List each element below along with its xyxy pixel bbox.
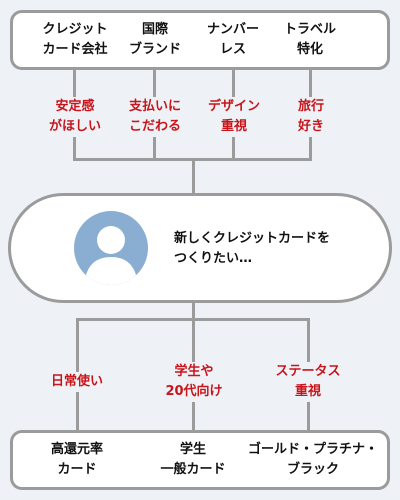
upper-need-label: 安定感 がほしい: [34, 97, 116, 137]
category-line: トラベル: [283, 22, 336, 37]
top-category-item: 国際 ブランド: [115, 20, 195, 60]
need-line: デザイン: [207, 99, 260, 114]
category-line: 高還元率: [50, 442, 103, 457]
need-line: 安定感: [55, 99, 95, 114]
top-category-box: [10, 10, 390, 70]
need-line: 重視: [294, 384, 321, 399]
lower-need-label: ステータス 重視: [262, 362, 354, 402]
need-line: こだわる: [128, 119, 181, 134]
user-silhouette-icon: [74, 211, 148, 285]
bottom-category-item: 学生 一般カード: [146, 440, 240, 480]
category-line: ブラック: [286, 462, 339, 477]
category-line: 特化: [296, 42, 323, 57]
center-message: 新しくクレジットカードを つくりたい…: [174, 229, 374, 269]
category-line: 国際: [141, 22, 168, 37]
need-line: 支払いに: [128, 99, 181, 114]
need-line: ステータス: [275, 364, 341, 379]
center-message-line: 新しくクレジットカードを: [174, 231, 331, 246]
center-message-line: つくりたい…: [174, 251, 253, 266]
top-category-item: ナンバー レス: [193, 20, 273, 60]
category-line: ナンバー: [206, 22, 259, 37]
connector-line: [192, 302, 195, 320]
category-line: クレジット: [42, 22, 108, 37]
top-category-item: トラベル 特化: [270, 20, 350, 60]
category-line: カード: [57, 462, 97, 477]
need-line: 好き: [297, 119, 324, 134]
need-line: 20代向け: [165, 384, 223, 399]
need-line: 学生や: [174, 364, 214, 379]
upper-need-label: 旅行 好き: [280, 97, 342, 137]
connector-line: [192, 158, 195, 195]
bottom-category-box: [10, 430, 390, 490]
need-line: がほしい: [48, 119, 101, 134]
bottom-category-item: ゴールド・プラチナ・ ブラック: [243, 440, 383, 480]
need-line: 重視: [220, 119, 247, 134]
category-line: ブランド: [128, 42, 181, 57]
upper-need-label: 支払いに こだわる: [114, 97, 196, 137]
category-line: 一般カード: [160, 462, 226, 477]
top-category-item: クレジット カード会社: [30, 20, 120, 60]
category-line: レス: [219, 42, 246, 57]
need-line: 旅行: [297, 99, 324, 114]
need-line: 日常使い: [50, 374, 103, 389]
lower-need-label: 日常使い: [37, 372, 117, 392]
category-line: ゴールド・プラチナ・: [247, 442, 378, 457]
lower-need-label: 学生や 20代向け: [153, 362, 235, 402]
bottom-category-item: 高還元率 カード: [30, 440, 124, 480]
upper-need-label: デザイン 重視: [193, 97, 275, 137]
category-line: 学生: [179, 442, 206, 457]
center-user-pill: [8, 193, 392, 303]
category-line: カード会社: [42, 42, 108, 57]
